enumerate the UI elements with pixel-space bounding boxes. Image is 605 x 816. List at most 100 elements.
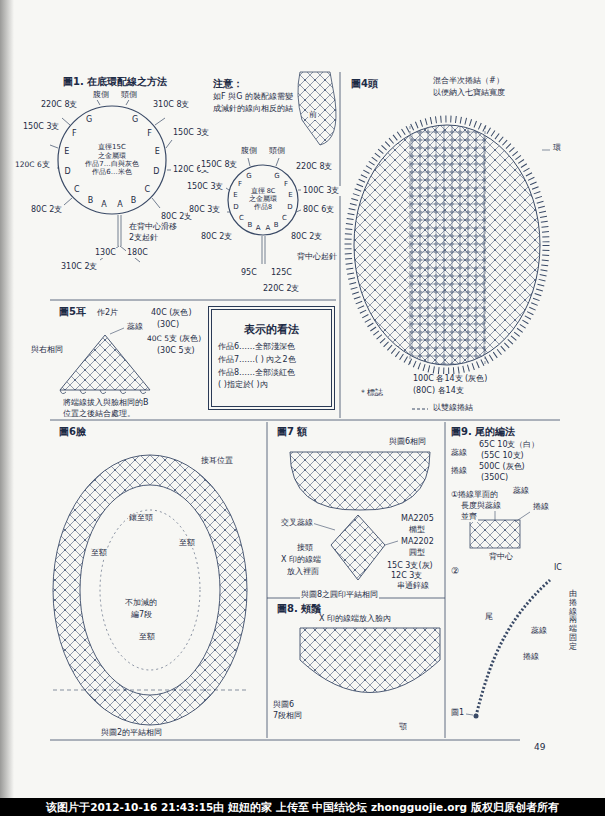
cord-length: 150C 3支 [186,182,225,192]
circle-letter: A [101,201,106,211]
cord-length: 80C 2支 [200,232,233,242]
box-text: 作品8 [254,204,272,212]
part-label: 顎 [398,722,408,732]
page-gutter [0,0,14,798]
legend-note: ＊標誌 [358,388,384,398]
circle-letter: F [147,129,152,139]
note: 7段相同 [272,711,303,721]
side-label: 腹側 [92,90,110,100]
part-label: 至額 [90,548,108,558]
cord-length: 180C [126,248,149,258]
part-code: MA2205 [400,514,435,524]
part-label: 至額 [138,632,156,642]
circle-letter: B [247,221,252,229]
cord-length: (30C) [156,320,180,330]
forehead-net [290,452,430,510]
head-net [412,409,428,410]
face-net [53,455,247,725]
cord-spokes [298,190,301,191]
legend-box: 表示的看法作品6……全部淺深色作品7……( ) 內之2色作品8……全部淡紅色( … [208,306,335,410]
note: 2支起針 [128,233,159,243]
circle-letter: G [246,172,251,180]
cord-spokes [166,140,172,148]
part-label: 交叉蕊線 [280,518,314,528]
head-net [410,120,485,370]
circle-letter: D [287,203,292,211]
circle-letter: E [288,191,292,199]
cord-spokes [152,198,160,208]
cord-spokes [118,215,119,246]
head-net [410,126,411,364]
cord-length: (350C) [480,473,509,483]
cheek-net [300,628,440,693]
forehead-net [312,523,335,530]
cord-spokes [50,98,301,264]
face-net [53,455,247,725]
circle-letter: B [274,221,279,229]
cord-length: 95C [240,268,258,278]
note: 混合半次捲結（#） [432,76,505,86]
cord-length: (55C 10支) [480,451,525,461]
cord-length: 40C 5支 (灰色) [146,334,202,343]
circle-letter: D [233,203,238,211]
box-text: 之金屬環 [98,152,126,160]
cord-length: 220C 8支 [40,100,79,110]
part-label: 鑲至頭 [128,513,154,523]
circle-letter: C [74,185,80,195]
box-text: 之金屬環 [249,196,277,204]
cord-spokes [50,145,58,148]
head-net [542,150,550,151]
part-label: 尾 [484,612,494,622]
shape-label: 前 [308,110,318,120]
circle-letter: A [265,223,270,231]
note: 串通鋅線 [396,581,430,591]
panel-dividers [50,72,560,740]
tail-diagram [476,580,550,716]
figure-title: 圖6臉 [58,426,87,438]
note: 背中心起針 [296,252,338,262]
panel-dividers [50,740,520,741]
cord-length: (80C) 各14支 [412,386,465,396]
cord-spokes [262,236,263,264]
panel-dividers [340,72,341,418]
cord-length: 150C 3支 [22,122,61,132]
note: 作2片 [96,308,119,318]
side-label: 腹側 [240,146,258,156]
panel-dividers [50,300,336,301]
ring-circle: 直徑15C之金屬環作品7…白與灰色作品6…米色 [57,105,167,215]
part-label: 捲線 [522,652,540,662]
side-label: 頭側 [120,90,138,100]
note: 並齊 [460,512,478,522]
legend-note: 以雙線捲結 [432,403,474,413]
note: 與圖6 [272,700,295,710]
note: 將端線拔入與臉相同的B [62,398,150,408]
note: X 印的線端放入臉內 [318,614,392,624]
panel-dividers [267,422,268,738]
cord-length: 150C 8支 [200,160,239,170]
note: 位置之後結合處理。 [62,409,136,419]
note: 如F 與G 的裝配線需變 [212,92,294,102]
body-pattern [298,72,336,145]
note: 成減針的線向相反的結 [212,104,294,114]
ring-circle: 直徑 8C之金屬環作品8 [227,164,299,236]
note: 與圖6相同 [388,437,427,447]
note: 由捲線兩端固定 [568,590,578,652]
tail-diagram [470,520,520,548]
circle-letter: E [64,147,69,157]
part-label: 環 [552,143,562,153]
cord-length: 40C (灰色) [150,308,193,318]
part-label: 蕊線 [450,448,468,458]
figure-title: 圖7 額 [276,426,308,438]
cheek-net [300,628,440,693]
circle-letter: C [239,214,244,222]
part-label: 捲線 [532,502,550,512]
page-number: 49 [533,742,546,753]
part-label: 蕊線 [530,626,548,636]
circle-letter: G [86,115,92,125]
box-text: 作品8……全部淡紅色 [218,368,295,378]
part-label: 背中心 [488,552,514,562]
note-title: 注意： [212,78,244,90]
note: 不加減的 [124,598,158,608]
ear-net [60,390,146,394]
part-label: 蕊線 [126,322,144,332]
